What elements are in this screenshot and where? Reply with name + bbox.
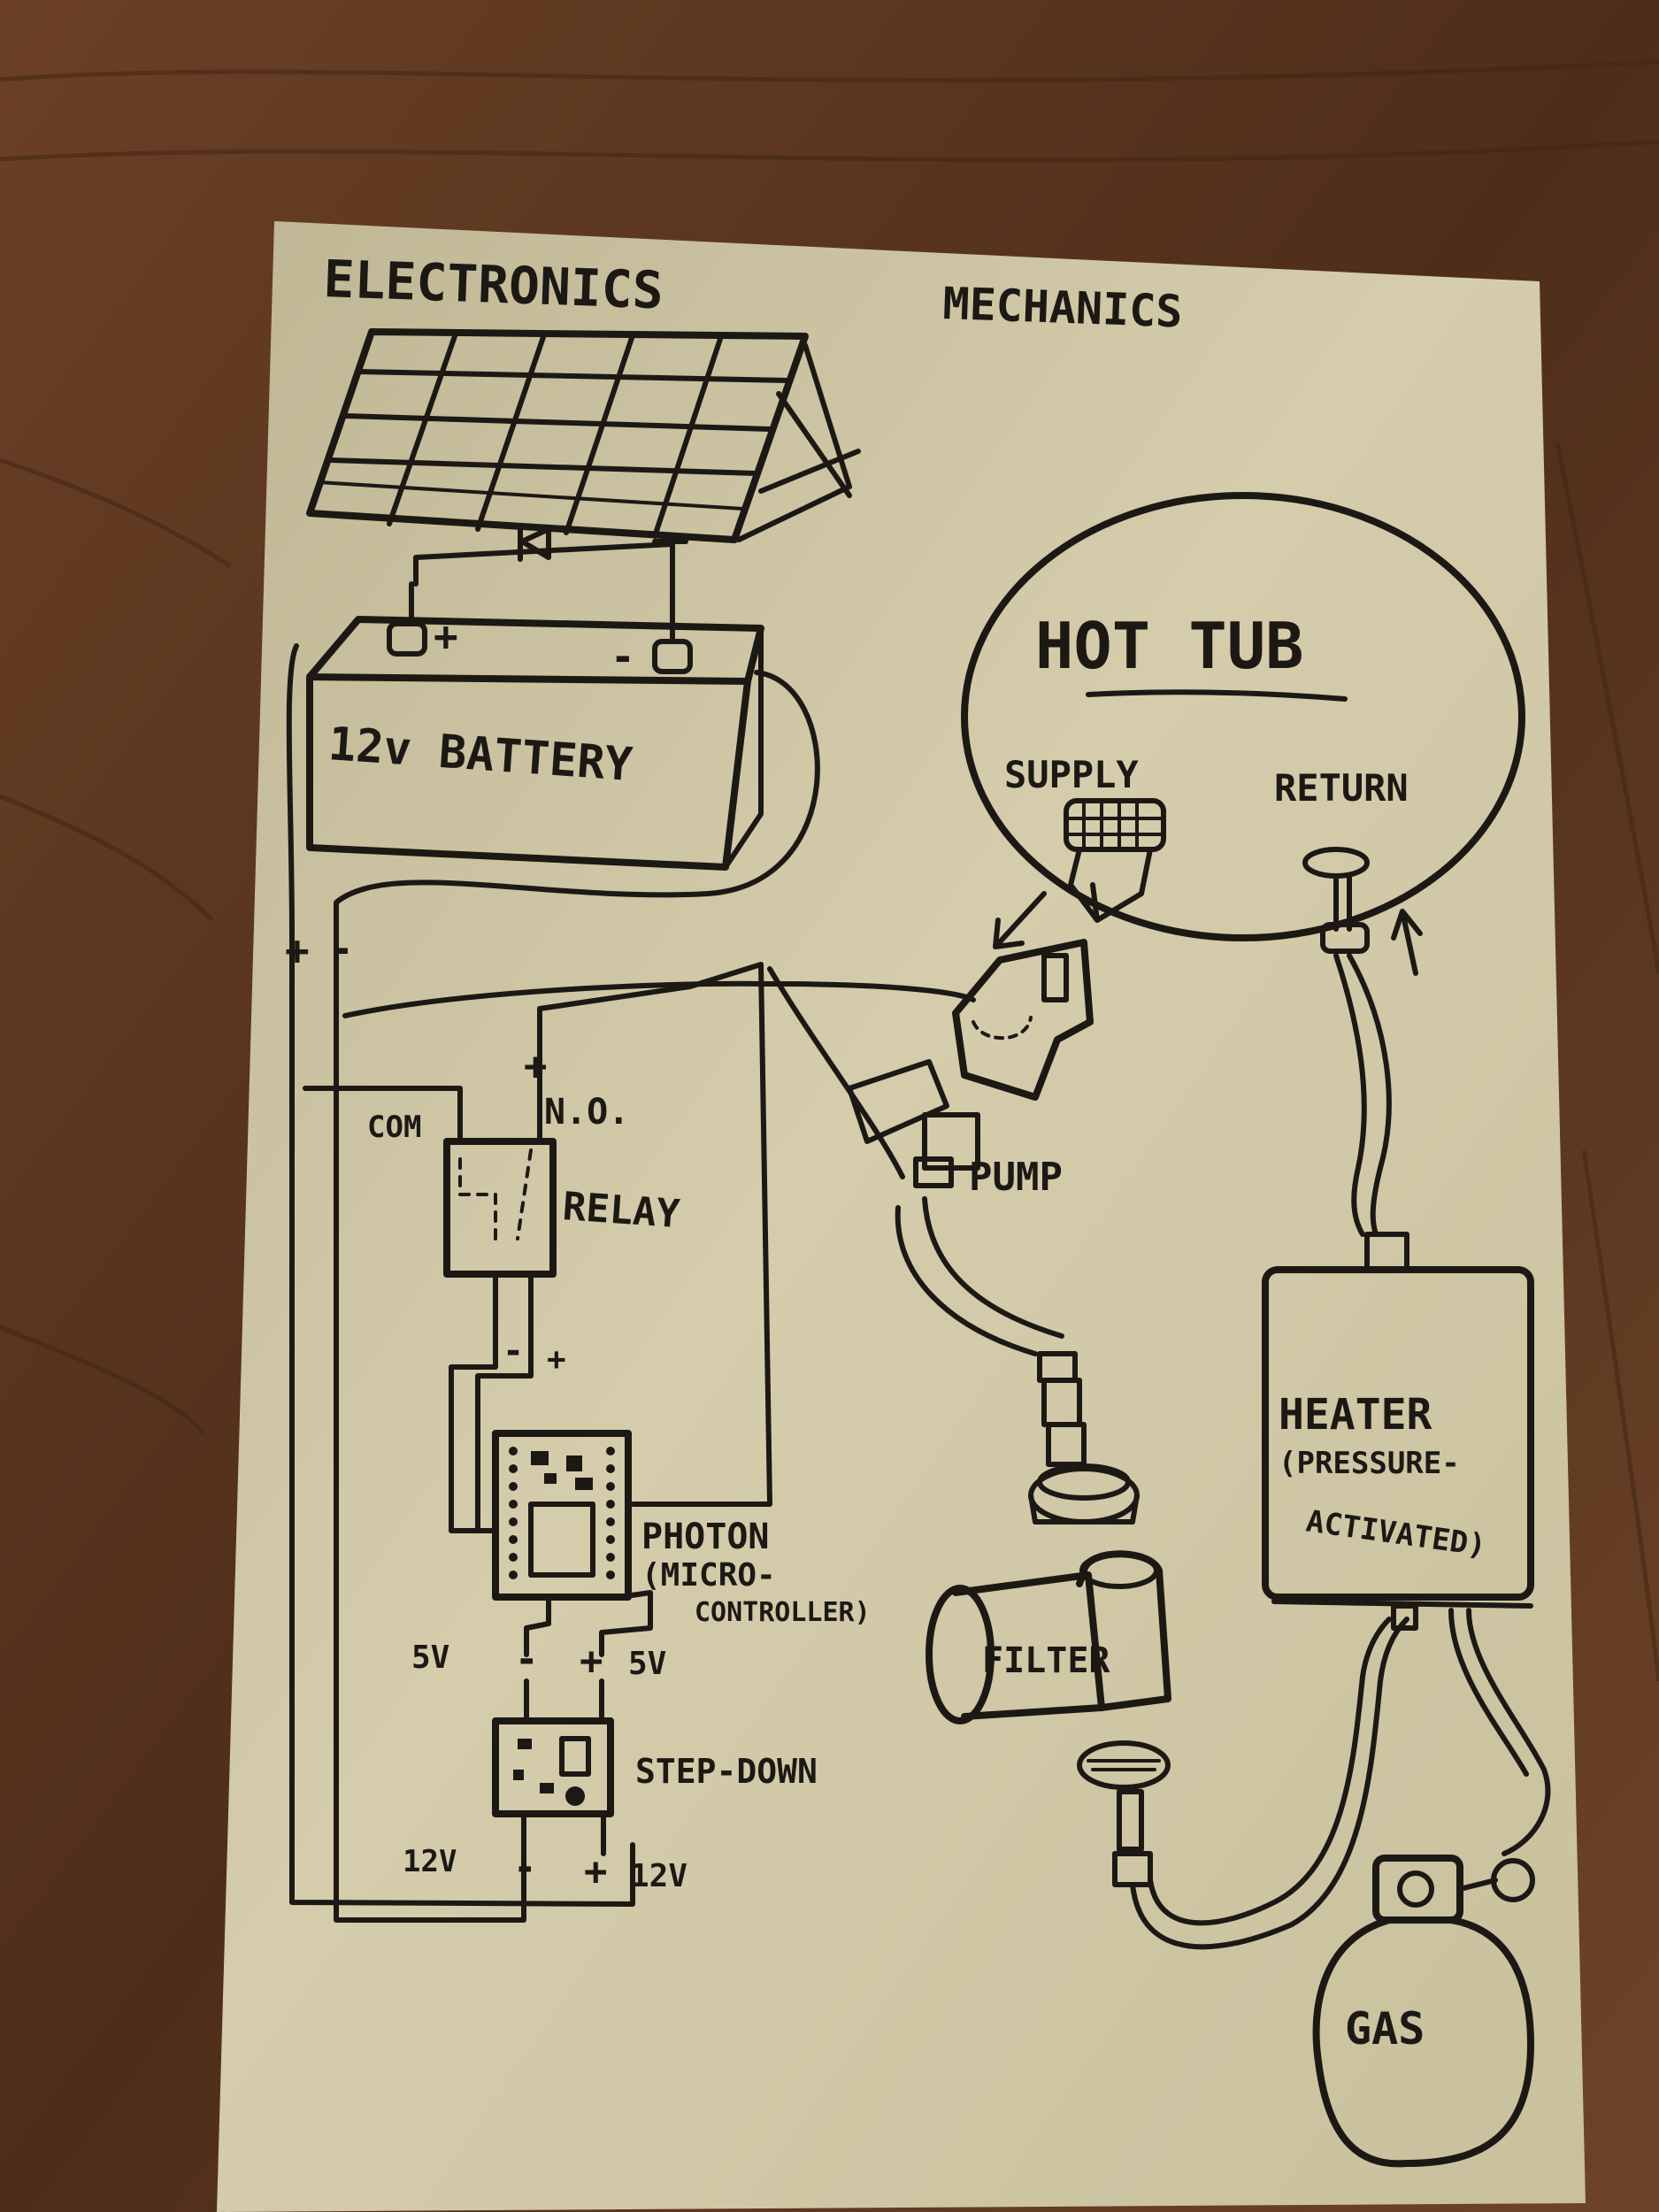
five-v-minus-label: - [515,1637,539,1682]
relay-plus-label: + [524,1044,548,1089]
photon-board [492,1430,653,1657]
hot-tub [961,492,1525,941]
battery-positive-label: + [434,612,458,660]
supply-flow-arrow-icon [993,891,1047,949]
heater-label-line2: (PRESSURE- [1279,1446,1460,1481]
twelve-v-plus-label: + [584,1849,608,1894]
mechanics-heading: MECHANICS [942,278,1184,337]
hose-to-heater [1130,1617,1409,1950]
twelve-v-minus-label: - [513,1845,537,1890]
step-down-label: STEP-DOWN [635,1752,818,1791]
power-bus-wires [286,643,976,1923]
five-v-right-label: 5V [628,1646,666,1682]
hose-to-filter [895,1196,1087,1467]
hose-to-return [1333,953,1392,1237]
return-outlet [1302,847,1370,954]
battery [306,572,764,871]
gas-label: GAS [1345,2003,1425,2055]
filter-outlet-cap [1077,1740,1171,1887]
paper-card [217,221,1586,2212]
filter [926,1550,1171,1724]
wood-grain [0,59,1659,1682]
supply-outlet [1064,798,1166,923]
twelve-v-right-label: 12V [630,1858,687,1894]
relay [443,962,772,1533]
gas-valve [1372,1855,1463,1924]
photon-label: PHOTON [641,1517,770,1557]
pump [767,939,1094,1188]
solar-panel [306,328,861,543]
photon-label-line3: CONTROLLER) [695,1597,871,1628]
diode-icon [413,526,688,587]
hot-tub-label: HOT TUB [1035,609,1303,683]
twelve-v-left-label: 12V [403,1844,457,1879]
step-down-converter [492,1678,614,1856]
return-label: RETURN [1274,766,1409,810]
relay-minus-input-label: - [503,1331,524,1371]
pump-label: PUMP [969,1155,1063,1200]
relay-no-label: N.O. [544,1092,629,1133]
battery-negative-label: - [611,633,635,680]
supply-label: SUPPLY [1004,753,1139,796]
relay-com-label: COM [367,1110,421,1145]
gas-tank [1312,1916,1534,2168]
photon-label-line2: (MICRO- [641,1557,776,1594]
heater [1262,1232,1534,1631]
bus-plus-label: + [285,926,310,974]
heater-label: HEATER [1279,1390,1432,1440]
five-v-plus-label: + [580,1639,603,1684]
relay-plus-input-label: + [547,1341,566,1378]
filter-label: FILTER [982,1640,1110,1681]
filter-inlet-cap [1028,1463,1140,1525]
gas-line [1448,1608,1551,1902]
bus-minus-label: - [329,925,354,972]
five-v-left-label: 5V [411,1640,449,1676]
return-flow-arrow-icon [1391,909,1423,976]
relay-label: RELAY [561,1184,681,1237]
electronics-heading: ELECTRONICS [323,249,664,320]
